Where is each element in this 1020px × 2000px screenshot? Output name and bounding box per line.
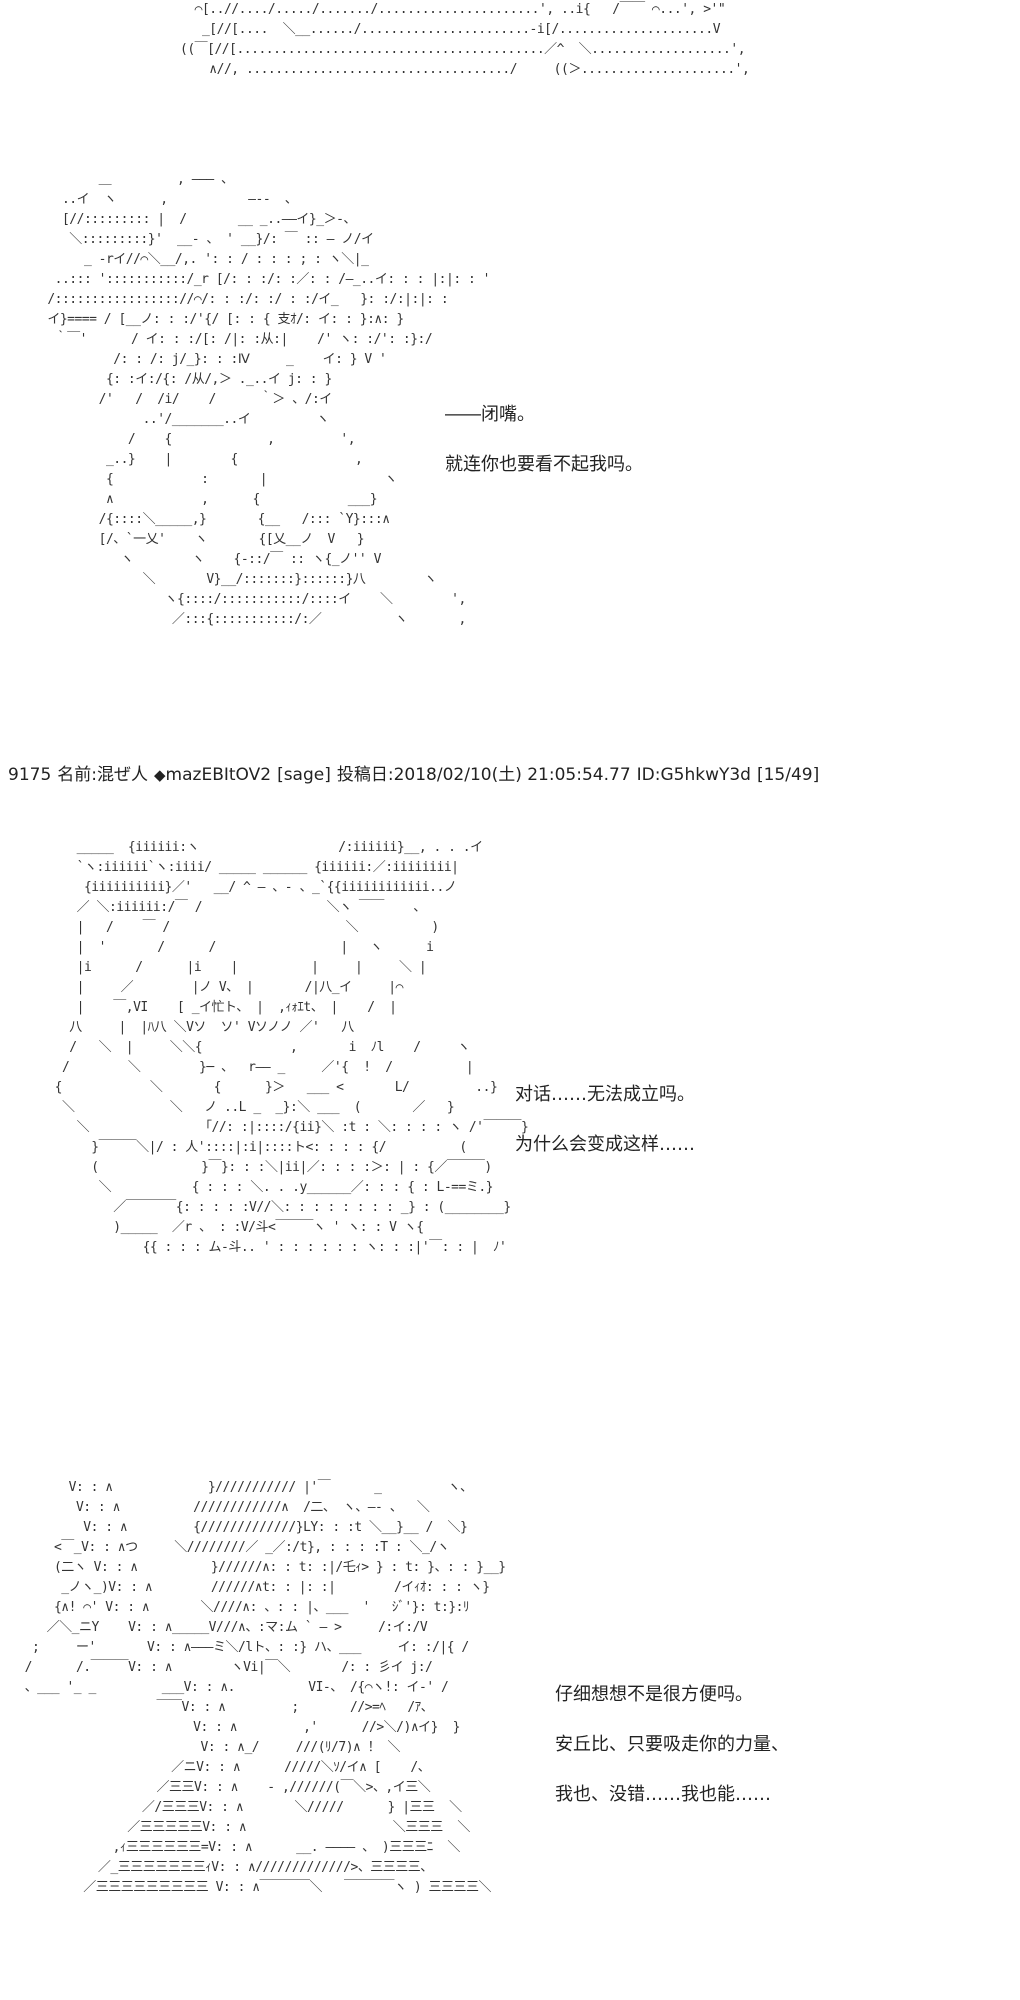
name-label: 名前: [57, 765, 97, 785]
poster-name: 混ぜ人 [97, 765, 148, 785]
dialogue-line: 我也、没错……我也能…… [555, 1784, 771, 1805]
dialogue-line: 安丘比、只要吸走你的力量、 [555, 1734, 789, 1755]
mail-field: [sage] [277, 765, 331, 785]
poster-id[interactable]: ID:G5hkwY3d [636, 765, 751, 785]
dialogue-line: 就连你也要看不起我吗。 [445, 454, 643, 475]
dialogue-line: ――闭嘴。 [445, 404, 535, 425]
tripcode: mazEBItOV2 [165, 765, 272, 785]
date-label: 投稿日: [336, 765, 394, 785]
dialogue-line: 对话……无法成立吗。 [515, 1084, 695, 1105]
ascii-art-top: ⌒[..//..../...../......./...............… [180, 2, 750, 77]
ascii-art-character-3: V: : ∧ }/////////// |'￣ _ ヽ、 V: : ∧ ////… [10, 1480, 506, 1895]
ascii-art-character-2: _____ {iiiiii:ヽ /:iiiiii}__, . . .イ `ヽ:i… [40, 840, 529, 1255]
dialogue-line: 仔细想想不是很方便吗。 [555, 1684, 753, 1705]
post-number[interactable]: 9175 [8, 765, 52, 785]
trip-diamond-icon: ◆ [154, 766, 166, 784]
post-counter: [15/49] [756, 765, 820, 785]
ascii-art-character-1: ＿ , ――― 、 ..イ ヽ , ―‐- 、 [//::::::::: | /… [40, 172, 490, 627]
post-date: 2018/02/10(土) 21:05:54.77 [393, 765, 631, 785]
dialogue-line: 为什么会变成这样…… [515, 1134, 695, 1155]
